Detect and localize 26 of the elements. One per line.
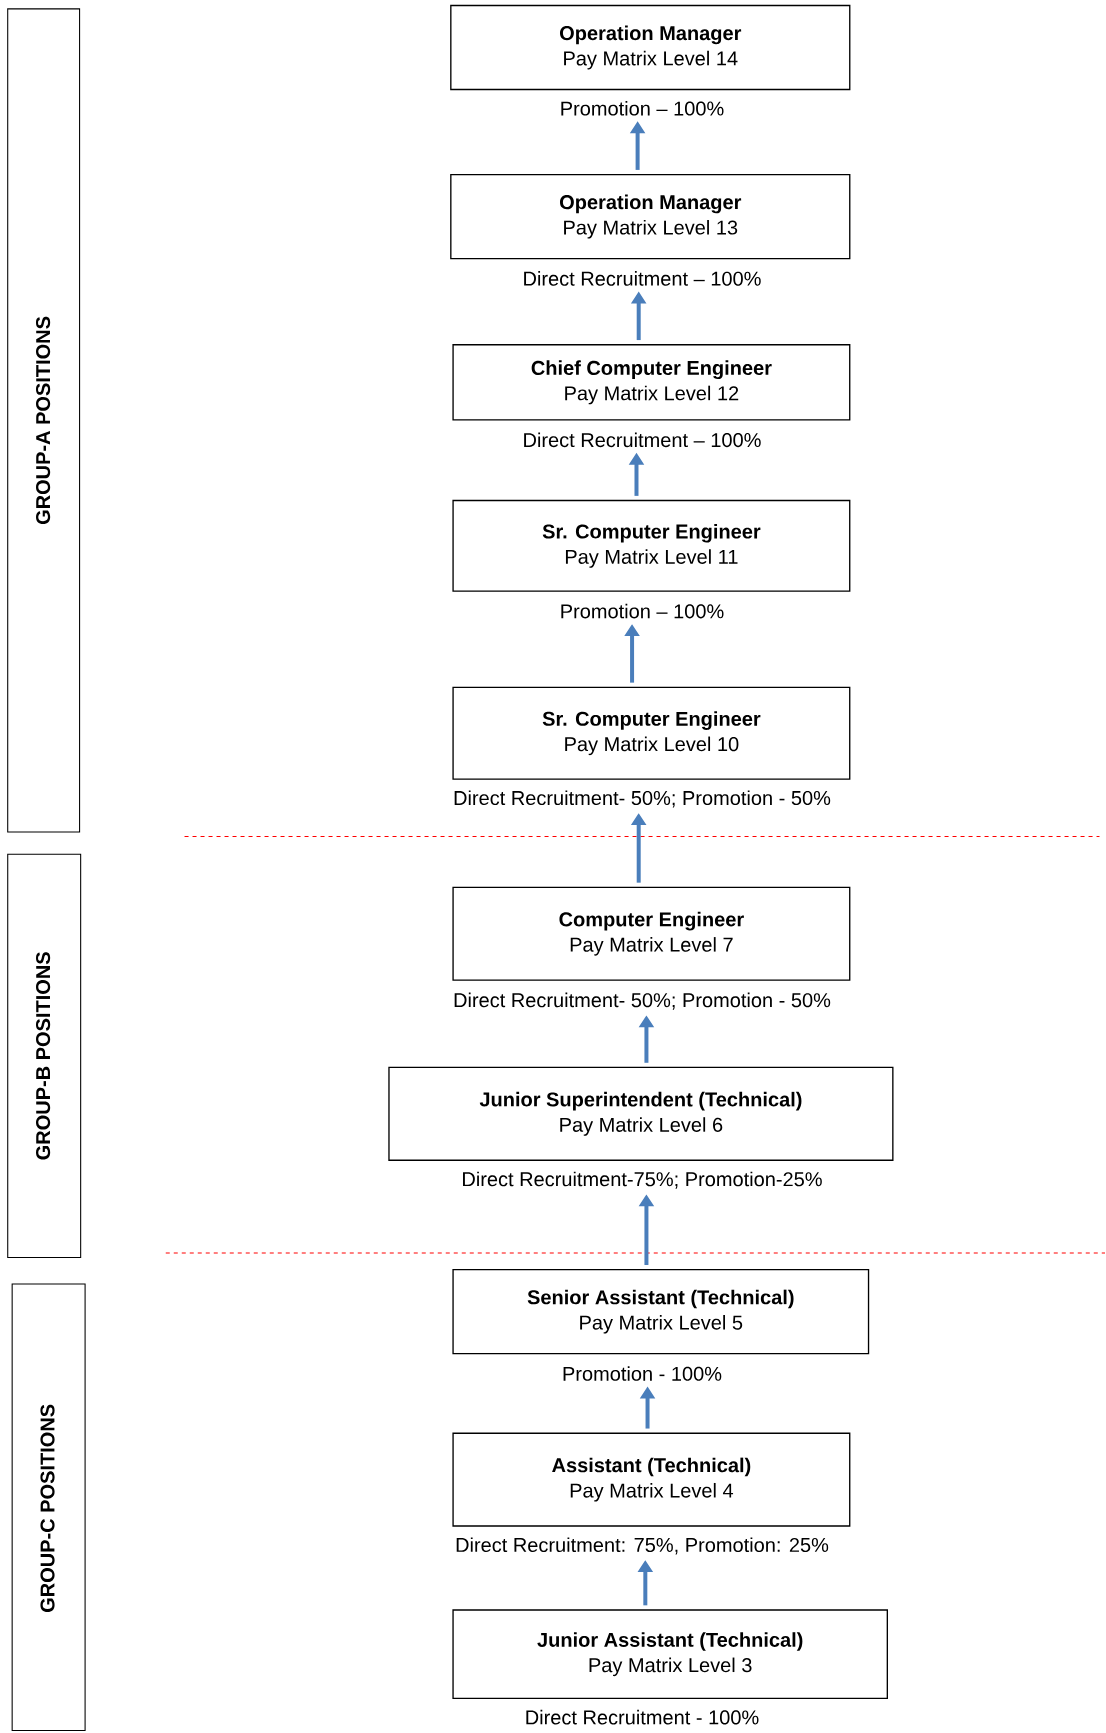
position-box: Computer Engineer Pay Matrix Level 7 <box>452 886 851 981</box>
group-label: GROUP-A POSITIONS <box>36 316 51 525</box>
position-box: Junior Assistant (Technical) Pay Matrix Level 3 <box>452 1609 888 1700</box>
position-box: Junior Superintendent (Technical) Pay Matrix Level 6 <box>388 1066 894 1161</box>
recruitment-note: Promotion – 100% <box>561 100 724 116</box>
group-band <box>11 1283 86 1731</box>
group-label: GROUP-B POSITIONS <box>36 952 51 1160</box>
group-label: GROUP-C POSITIONS <box>40 1404 55 1612</box>
recruitment-note: Promotion – 100% <box>561 603 724 619</box>
recruitment-note: Direct Recruitment: 75%, Promotion: 25% <box>456 1537 829 1555</box>
recruitment-note: Direct Recruitment-75%; Promotion-25% <box>463 1171 822 1189</box>
position-box: Sr. Computer Engineer Pay Matrix Level 10 <box>452 686 851 780</box>
recruitment-note: Direct Recruitment- 50%; Promotion - 50% <box>454 992 831 1010</box>
group-band <box>7 8 81 833</box>
recruitment-note: Direct Recruitment – 100% <box>524 271 761 286</box>
position-box: Assistant (Technical) Pay Matrix Level 4 <box>452 1432 851 1527</box>
position-box: Operation Manager Pay Matrix Level 14 <box>450 4 851 91</box>
group-band <box>7 853 82 1259</box>
recruitment-note: Direct Recruitment - 100% <box>526 1709 759 1725</box>
position-box: Sr. Computer Engineer Pay Matrix Level 11 <box>452 499 851 592</box>
recruitment-note: Promotion - 100% <box>563 1366 722 1381</box>
position-box: Operation Manager Pay Matrix Level 13 <box>450 173 851 260</box>
recruitment-note: Direct Recruitment- 50%; Promotion - 50% <box>454 790 831 808</box>
recruitment-note: Direct Recruitment – 100% <box>524 432 761 448</box>
position-box: Senior Assistant (Technical) Pay Matrix Level 5 <box>452 1268 870 1355</box>
position-box: Chief Computer Engineer Pay Matrix Level 12 <box>452 344 851 421</box>
